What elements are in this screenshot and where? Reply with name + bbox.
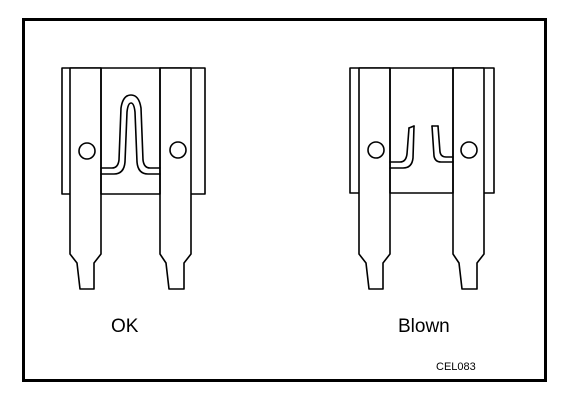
fuse-ok-left-hole [78,142,96,160]
fuse-blown-right-blade [452,67,485,290]
fuse-blown-element-left-outer [389,127,410,163]
fuse-blown-element-right-inner [437,125,454,158]
figure-code: CEL083 [436,361,476,373]
fuse-blown [349,67,495,290]
fuse-blown-left-hole [367,141,385,159]
fuse-ok-right-hole [169,141,187,159]
fuse-ok-label: OK [111,316,139,337]
fuse-ok-element-outer [100,94,161,169]
fuse-blown-left-blade [358,67,391,290]
fuse-ok [61,67,206,290]
fuse-blown-right-hole [460,141,478,159]
fuse-blown-element-left-inner [389,125,415,169]
fuse-ok-right-blade [159,67,192,290]
fuse-blown-label: Blown [398,316,450,337]
fuse-blown-element-right-outer [431,125,454,163]
fuse-ok-left-blade [69,67,102,290]
fuse-ok-element-inner [100,102,161,175]
